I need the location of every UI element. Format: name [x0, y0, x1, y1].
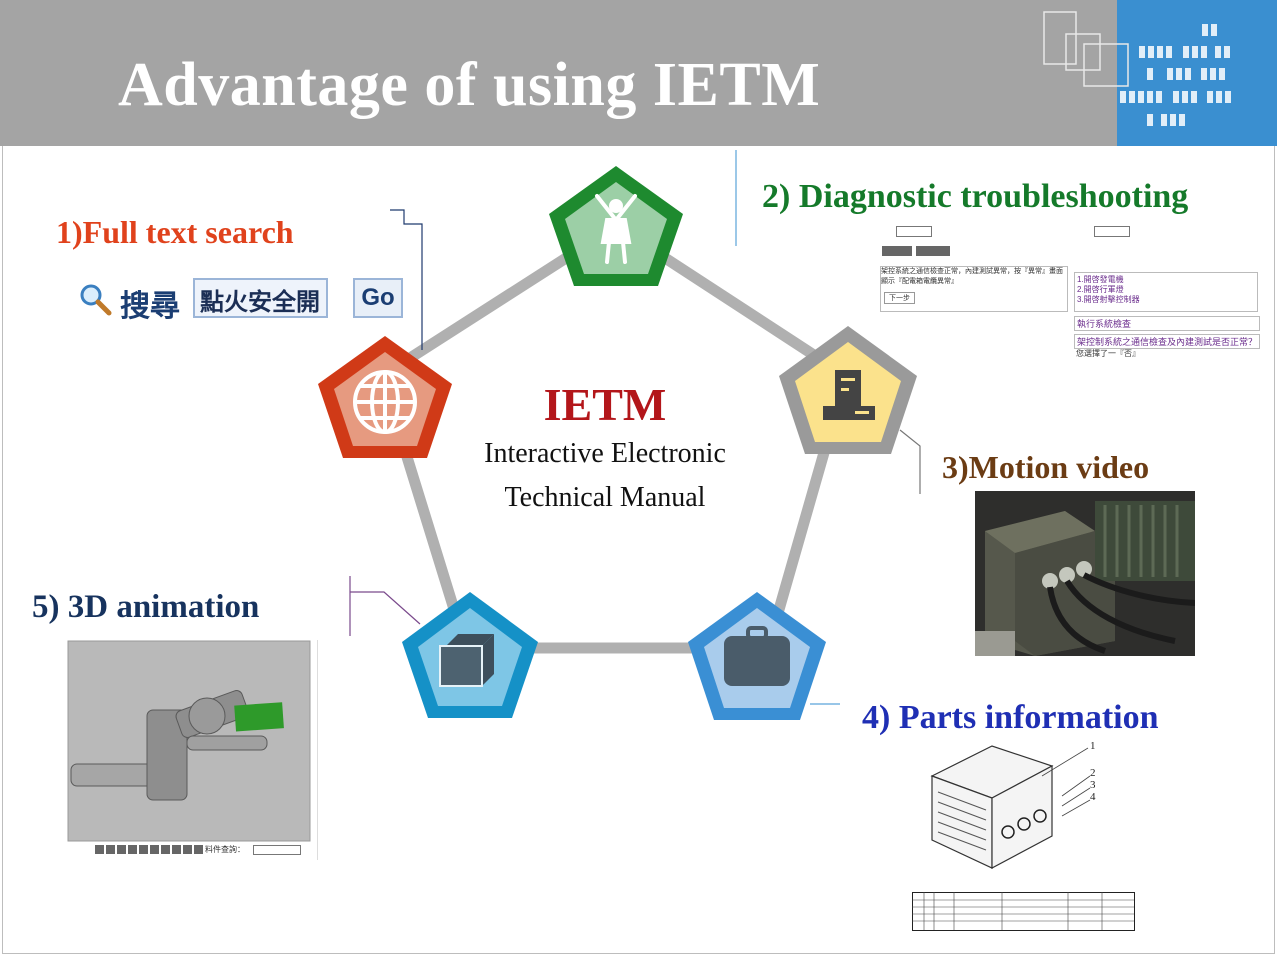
option-item[interactable]: 1.開啓發電機	[1077, 275, 1124, 284]
answer-text: 您選擇了一『否』	[1076, 349, 1140, 358]
callout-4: 4	[1090, 791, 1096, 803]
magnifier-icon	[78, 282, 112, 316]
briefcase-icon	[724, 626, 790, 686]
parts-diagram: 1 2 3 4	[912, 736, 1140, 934]
parts-node[interactable]	[684, 588, 830, 724]
content-frame	[2, 146, 1275, 954]
callout-1: 1	[1090, 740, 1096, 752]
label-motion-video: 3)Motion video	[942, 449, 1150, 485]
search-label: 搜尋	[120, 289, 180, 324]
motion-video-photo	[975, 491, 1195, 656]
center-subtitle-line2: Technical Manual	[504, 482, 706, 513]
animation-toolbar: 料件查詢：	[95, 844, 305, 856]
center-subtitle-line1: Interactive Electronic	[484, 438, 726, 469]
computer-icon	[823, 370, 875, 420]
header-bar	[0, 0, 1277, 146]
globe-icon	[353, 370, 417, 434]
option-item[interactable]: 2.開啓行軍燈	[1077, 285, 1124, 294]
search-node[interactable]	[314, 332, 456, 462]
person-icon	[595, 194, 637, 264]
diagnostic-screenshot: 架控系統之通信檢查正常，內建測試異常，按『異常』畫面顯示『配電箱電纜異常』 下一…	[878, 224, 1260, 364]
header-decoration	[1117, 0, 1277, 146]
center-title: IETM	[543, 379, 667, 430]
decorative-squares	[1043, 11, 1129, 87]
diagnostic-node[interactable]	[545, 162, 687, 290]
step-item: 執行系統檢查	[1074, 316, 1260, 331]
toolbar-label: 料件查詢：	[205, 845, 245, 854]
part-query-input[interactable]	[253, 845, 301, 855]
step-question: 架控制系統之通信檢查及內建測試是否正常？	[1074, 334, 1260, 349]
callout-3: 3	[1090, 779, 1096, 791]
connector-line-video	[899, 429, 921, 494]
option-item[interactable]: 3.開啓射擊控制器	[1077, 295, 1140, 304]
callout-2: 2	[1090, 767, 1096, 779]
next-button[interactable]: 下一步	[884, 292, 915, 304]
animation-screenshot: 料件查詢：	[67, 640, 318, 860]
diagnostic-question: 架控系統之通信檢查正常，內建測試異常，按『異常』畫面顯示『配電箱電纜異常』	[880, 266, 1068, 312]
pentagon-ring	[376, 220, 852, 654]
parts-table	[912, 892, 1135, 931]
search-input[interactable]: 點火安全開	[193, 278, 328, 318]
connector-line-search	[390, 209, 423, 350]
label-diagnostic-troubleshooting: 2) Diagnostic troubleshooting	[762, 178, 1189, 215]
go-button[interactable]: Go	[353, 278, 403, 318]
connector-line-3d	[349, 576, 421, 636]
page-title: Advantage of using IETM	[118, 51, 821, 119]
animation-node[interactable]	[398, 588, 542, 722]
label-3d-animation: 5) 3D animation	[32, 589, 260, 625]
cube-icon	[439, 634, 494, 687]
label-full-text-search: 1)Full text search	[56, 214, 294, 250]
ietm-pentagon-diagram	[349, 150, 921, 705]
label-parts-information: 4) Parts information	[862, 699, 1159, 736]
video-node[interactable]	[775, 322, 921, 458]
